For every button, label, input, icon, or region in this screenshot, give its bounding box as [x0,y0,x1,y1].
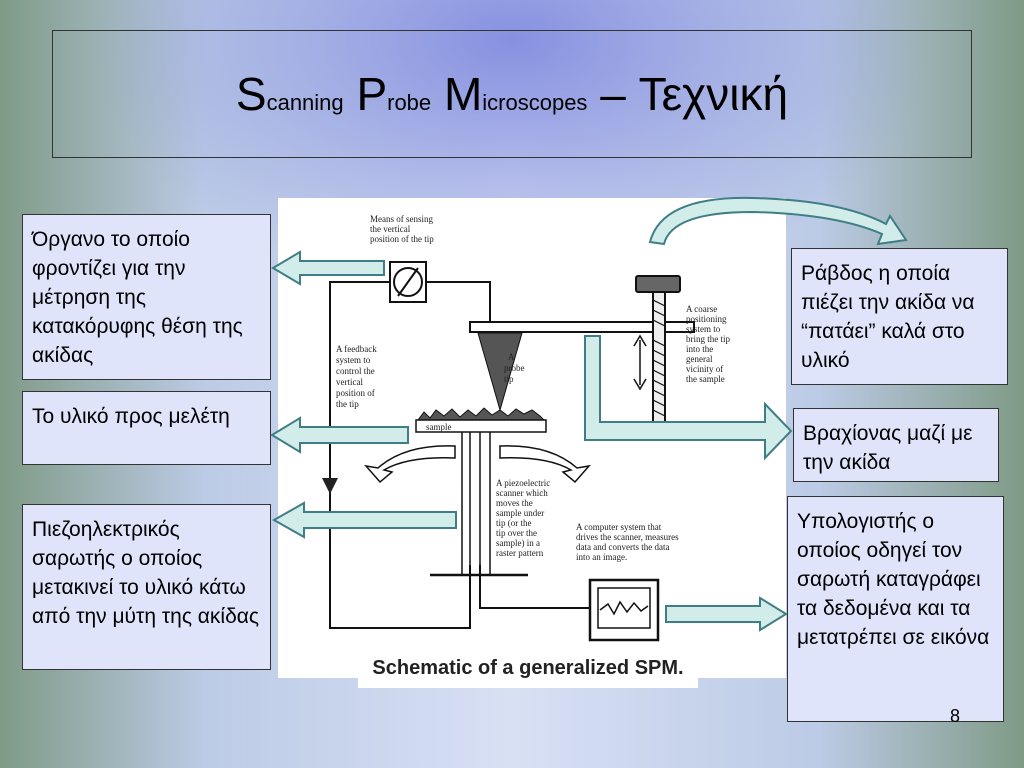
title-probe: robe [387,90,432,115]
computer-monitor [588,578,660,642]
title-letter-p: P [356,68,388,120]
vertical-sensor-gauge [389,261,427,303]
figure-caption-box: Schematic of a generalized SPM. [358,648,698,688]
scan-arrow-right [499,445,591,484]
arrow-to-scanner-callout [271,501,457,539]
probe-tip [477,332,523,412]
title-scanning: canning [266,90,344,115]
figure-caption: Schematic of a generalized SPM. [372,656,684,679]
callout-computer: Υπολογιστής ο οποίος οδηγεί τον σαρωτή κ… [787,496,1004,722]
cantilever-arm [469,321,695,333]
title-suffix: – Τεχνική [587,68,789,120]
arrow-to-computer-callout [665,596,788,632]
coarse-positioner [633,275,681,423]
curved-arrow-to-rod-callout [648,196,908,246]
title-box: Scanning Probe Microscopes – Τεχνική [52,30,972,158]
callout-scanner: Πιεζοηλεκτρικός σαρωτής ο οποίος μετακιν… [22,504,271,670]
title-microscopes: icroscopes [482,90,588,115]
title-letter-m: M [443,68,483,120]
sample-stage [415,407,547,433]
callout-sample: Το υλικό προς μελέτη [22,391,271,465]
arrow-to-arm-callout [584,335,793,461]
label-sample: sample [426,422,452,432]
callout-arm: Βραχίονας μαζί με την ακίδα [793,408,999,482]
arrow-to-sensor-callout [271,250,385,286]
slide-title: Scanning Probe Microscopes – Τεχνική [236,67,788,121]
callout-sensor: Όργανο το οποίο φροντίζει για την μέτρησ… [22,214,271,380]
feedback-wiring [322,281,590,629]
scan-arrow-left [364,445,456,484]
title-letter-s: S [235,68,267,120]
callout-rod: Ράβδος η οποία πιέζει την ακίδα να “πατά… [791,248,1008,385]
arrow-to-sample-callout [270,416,409,454]
piezo-scanner [430,432,528,577]
page-number: 8 [950,706,961,726]
